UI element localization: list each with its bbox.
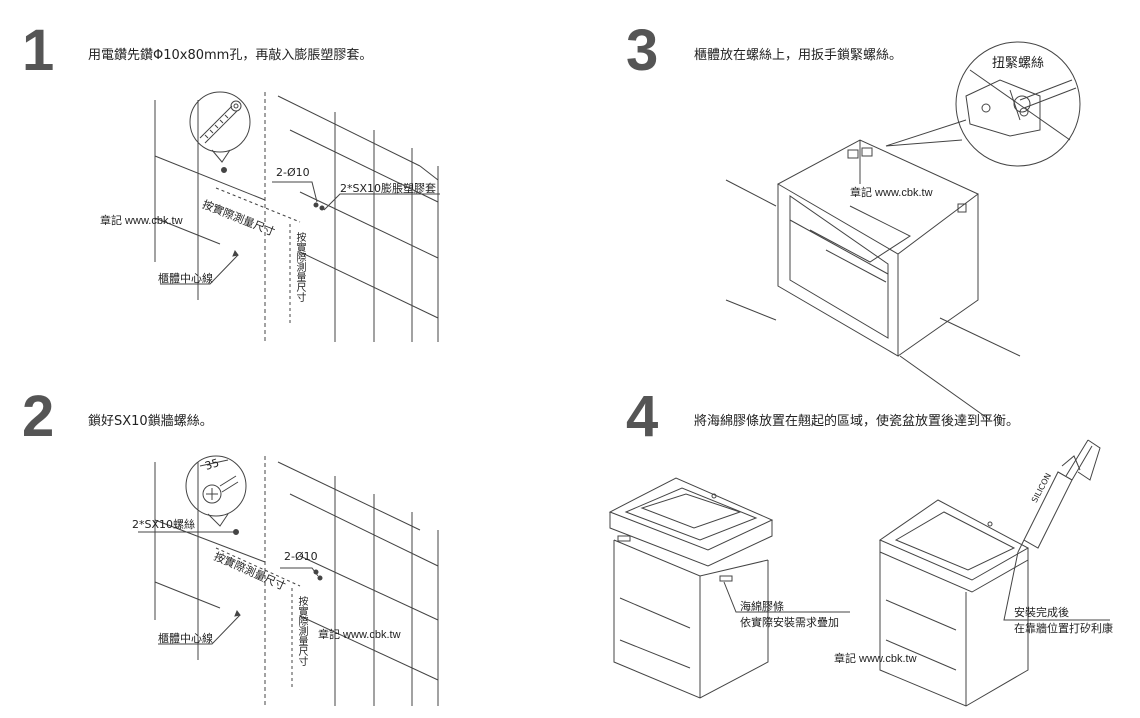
center-line-label-2: 櫃體中心線 — [158, 632, 213, 645]
tighten-label: 扭緊螺絲 — [992, 56, 1045, 71]
step-2-number: 2 — [22, 384, 55, 449]
screw-detail-magnifier — [185, 455, 247, 527]
anchor-label-1: 2*SX10膨脹塑膠套 — [340, 182, 437, 195]
wall-tiles — [154, 95, 439, 342]
watermark-3: 章記 www.cbk.tw — [850, 187, 933, 199]
basin-lifted — [608, 477, 774, 567]
cabinet-left — [613, 535, 769, 699]
wall-tiles-2 — [154, 461, 439, 706]
watermark-4: 章記 www.cbk.tw — [834, 653, 917, 665]
step-1-text: 用電鑽先鑽Φ10x80mm孔，再敲入膨脹塑膠套。 — [88, 48, 373, 63]
cabinet-right — [878, 499, 1030, 707]
anchor-detail-magnifier — [189, 91, 251, 163]
silicon-gun — [1017, 439, 1101, 553]
watermark-1: 章記 www.cbk.tw — [100, 215, 183, 227]
measure-v-label-1: 按實際測量尺寸 — [294, 232, 305, 302]
step-4-text: 將海綿膠條放置在翹起的區域，使瓷盆放置後達到平衡。 — [694, 414, 1020, 429]
step-4-number: 4 — [626, 384, 659, 449]
hole-label-1: 2-Ø10 — [276, 166, 310, 179]
after-install-line2: 在靠牆位置打矽利康 — [1014, 622, 1113, 635]
step-3-number: 3 — [626, 18, 659, 83]
measure-v-label-2: 按實際測量尺寸 — [296, 596, 307, 666]
tighten-detail-magnifier — [885, 41, 1081, 167]
step-1-number: 1 — [22, 18, 55, 83]
step-2-text: 鎖好SX10鎖牆螺絲。 — [88, 414, 213, 429]
sponge-label-line1: 海綿膠條 — [740, 600, 784, 613]
sponge-label-line2: 依實際安裝需求疊加 — [740, 616, 839, 629]
hole-label-2: 2-Ø10 — [284, 550, 318, 563]
cabinet-frame — [776, 139, 979, 357]
step-3-text: 櫃體放在螺絲上，用扳手鎖緊螺絲。 — [694, 48, 903, 63]
center-line-label-1: 櫃體中心線 — [158, 272, 213, 285]
watermark-2: 章記 www.cbk.tw — [318, 629, 401, 641]
after-install-line1: 安裝完成後 — [1014, 606, 1069, 619]
screw-label-2: 2*SX10螺絲 — [132, 518, 196, 531]
